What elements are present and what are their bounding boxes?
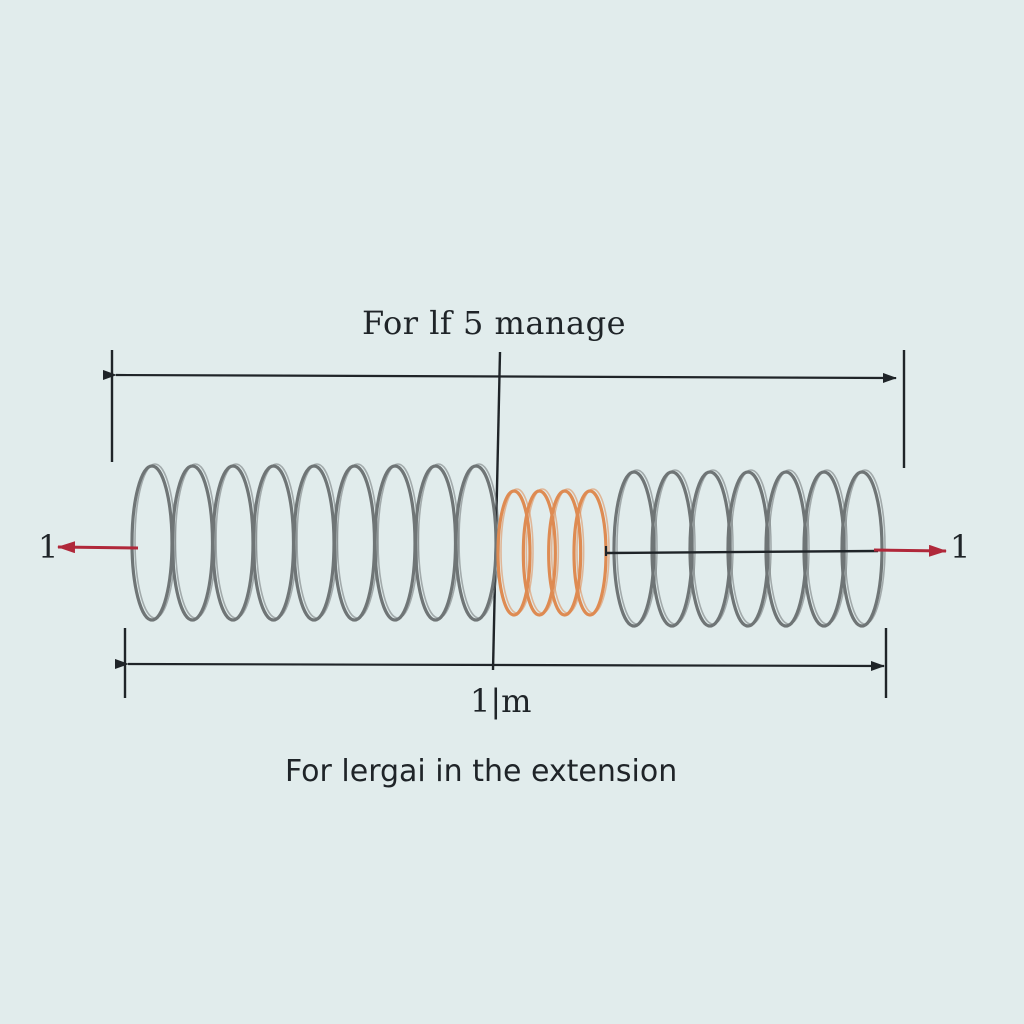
spring-coil-loop — [616, 469, 658, 625]
spring-coil-loop — [255, 463, 298, 619]
force-right-label: 1 — [950, 528, 971, 566]
spring-coil-loop — [211, 464, 255, 622]
spring-coil-loop — [768, 469, 810, 625]
spring-coil-loop — [802, 470, 846, 628]
spring-coil-loop — [454, 464, 498, 622]
spring-coil-loop — [650, 470, 694, 628]
force-left-label: 1 — [38, 528, 59, 566]
spring-coil-loop — [336, 463, 379, 619]
spring-coil-loop-orange — [576, 488, 610, 614]
force-right-arrow — [873, 544, 947, 557]
spring-coil-loop — [612, 470, 656, 628]
spring-coil-loop-orange — [547, 489, 583, 617]
spring-coil-loop-orange — [550, 488, 585, 614]
force-left-arrow — [57, 541, 139, 554]
spring-coil-loop — [251, 464, 296, 622]
spring-coil-loop — [654, 469, 696, 625]
bottom-dimension-arrow — [114, 658, 885, 671]
center-divider-line — [491, 351, 502, 671]
spring-coil-loop — [373, 464, 417, 622]
spring-coil-loop — [174, 463, 217, 619]
spring-coil-loop-orange — [500, 488, 534, 614]
spring-coil-loop — [130, 464, 174, 622]
length-label: 1|m — [470, 682, 532, 720]
spring-coil-loop — [417, 463, 460, 619]
spring-coil-loop — [170, 464, 215, 622]
diagram-caption: For lergai in the extension — [285, 754, 678, 789]
spring-coil-loop — [806, 469, 848, 625]
spring-coil-loop — [413, 464, 458, 622]
spring-coil-loop — [377, 463, 419, 619]
spring-coil-loop — [730, 469, 772, 625]
spring-left-gray-section — [130, 463, 500, 622]
spring-coil-loop-orange — [521, 489, 557, 617]
spring-coil-loop-orange — [572, 489, 608, 617]
diagram-title: For lf 5 manage — [362, 304, 626, 342]
spring-orange-section — [496, 488, 610, 617]
spring-coil-loop — [726, 470, 770, 628]
spring-coil-loop — [292, 464, 336, 622]
spring-coil-loop — [764, 470, 808, 628]
spring-coil-loop — [332, 464, 377, 622]
spring-coil-loop — [692, 469, 734, 625]
top-dimension-arrow — [102, 369, 897, 383]
spring-coil-loop — [458, 463, 500, 619]
spring-coil-loop — [134, 463, 176, 619]
spring-right-gray-section — [612, 469, 886, 628]
spring-coil-loop — [215, 463, 257, 619]
extension-indicator-line — [605, 549, 879, 555]
spring-coil-loop — [844, 469, 886, 625]
spring-coil-loop — [688, 470, 732, 628]
spring-coil-loop-orange — [496, 489, 532, 617]
spring-coil-loop-orange — [525, 488, 560, 614]
spring-coil-loop — [296, 463, 338, 619]
